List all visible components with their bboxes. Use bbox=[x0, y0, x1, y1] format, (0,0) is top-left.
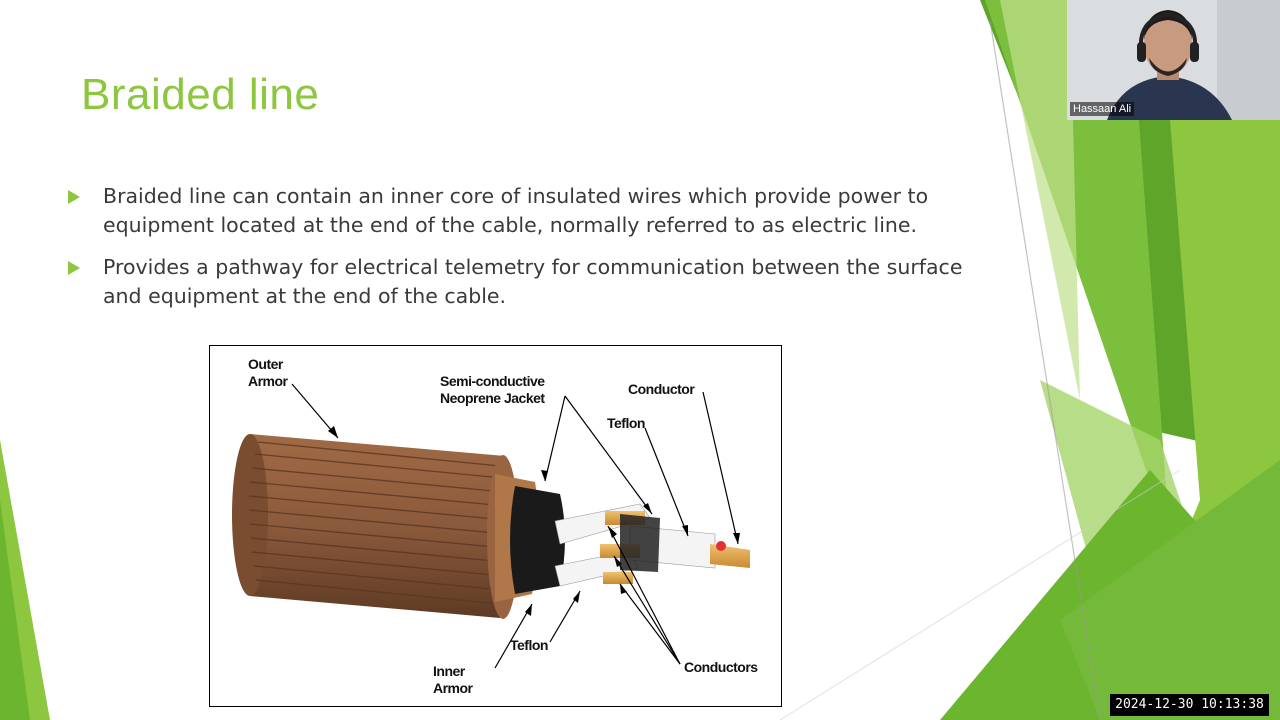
webcam-feed[interactable]: Hassaan Ali bbox=[1067, 0, 1280, 120]
label-jacket: Semi-conductive Neoprene Jacket bbox=[440, 373, 545, 406]
label-conductor: Conductor bbox=[628, 381, 695, 397]
cable-diagram: Outer Armor Semi-conductive Neoprene Jac… bbox=[209, 345, 782, 707]
jacket-shape bbox=[510, 486, 565, 594]
bullet-text: Braided line can contain an inner core o… bbox=[103, 184, 929, 237]
triangle-bullet-icon bbox=[68, 261, 80, 275]
label-outer-armor: Outer Armor bbox=[248, 356, 288, 389]
triangle-bullet-icon bbox=[68, 190, 80, 204]
cable-illustration bbox=[232, 383, 750, 669]
bullet-text: Provides a pathway for electrical teleme… bbox=[103, 255, 963, 308]
bullet-item: Braided line can contain an inner core o… bbox=[68, 182, 968, 240]
bullet-item: Provides a pathway for electrical teleme… bbox=[68, 253, 968, 311]
label-inner-armor: Inner Armor bbox=[433, 663, 473, 696]
label-conductors: Conductors bbox=[684, 659, 758, 675]
label-teflon-top: Teflon bbox=[607, 415, 645, 431]
participant-name: Hassaan Ali bbox=[1070, 102, 1135, 116]
participant-video bbox=[1067, 0, 1280, 120]
label-teflon-bottom: Teflon bbox=[510, 637, 548, 653]
laser-pointer-icon bbox=[716, 541, 726, 551]
recording-timestamp: 2024-12-30 10:13:38 bbox=[1110, 694, 1269, 716]
bullet-list: Braided line can contain an inner core o… bbox=[68, 182, 968, 324]
slide-title: Braided line bbox=[81, 70, 320, 119]
outer-armor-shape bbox=[232, 434, 519, 619]
arrow-heads bbox=[328, 426, 740, 616]
callout-arrows bbox=[291, 383, 739, 669]
